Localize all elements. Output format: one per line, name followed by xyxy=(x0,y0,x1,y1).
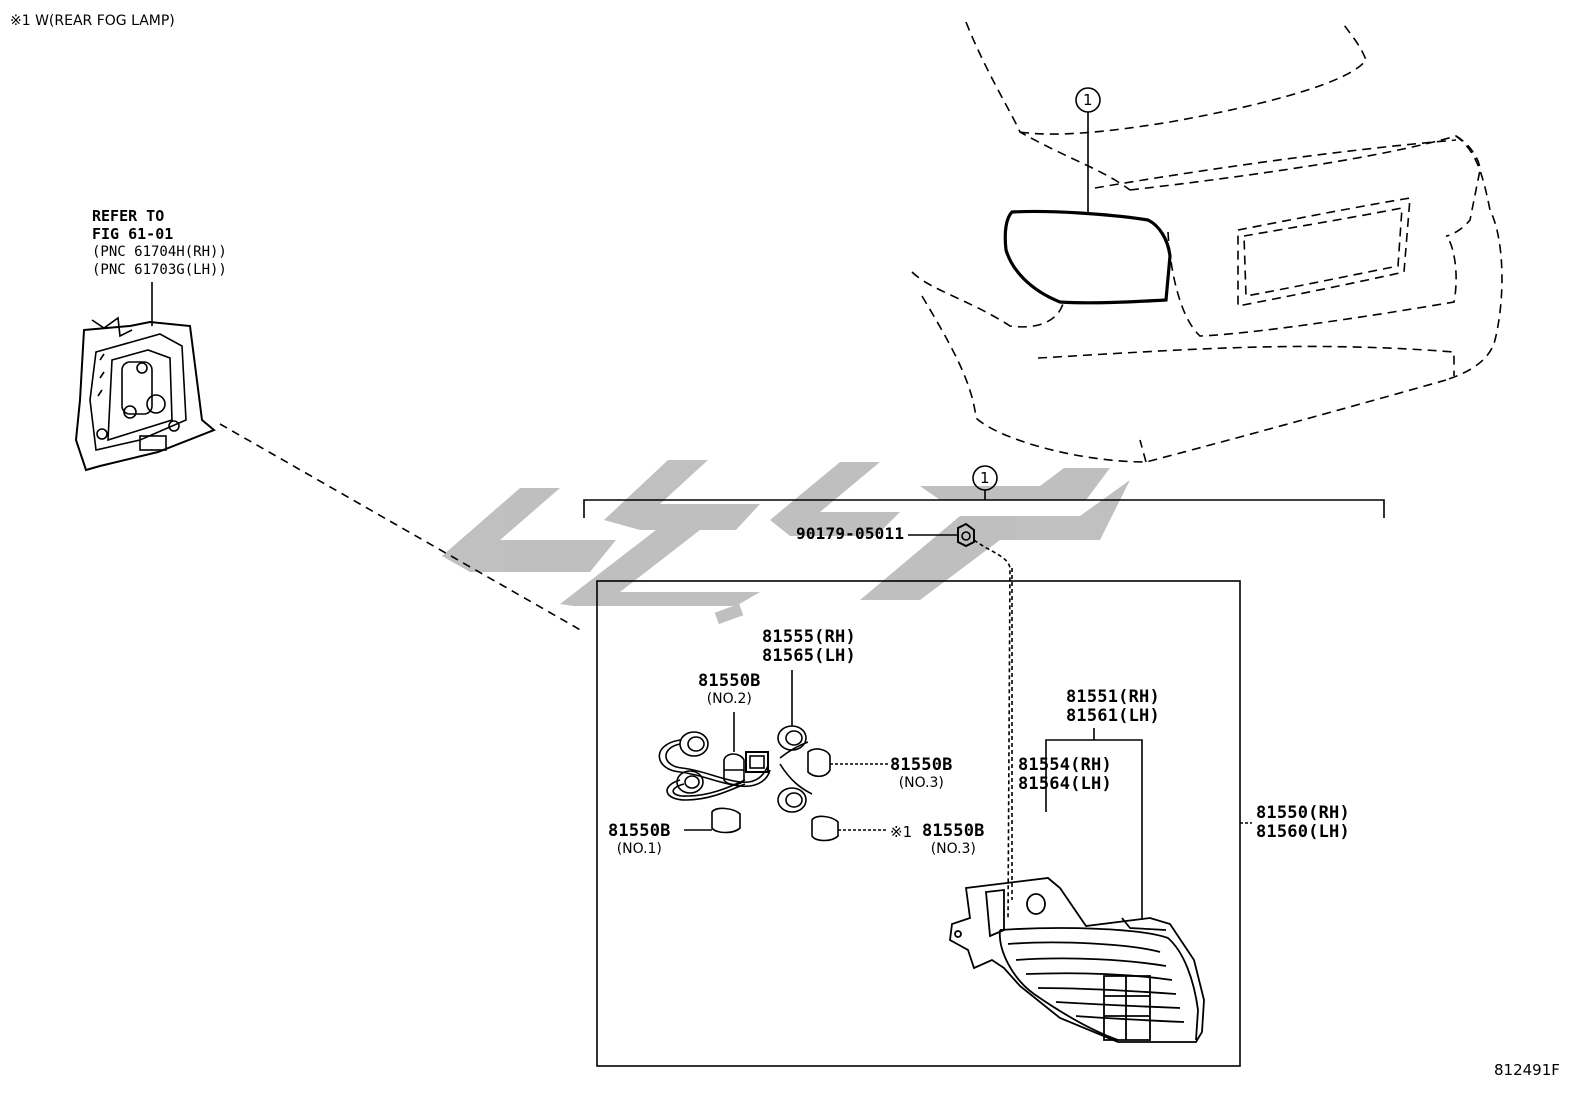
socket-no2 xyxy=(679,731,709,757)
housing-lh: 81564(LH) xyxy=(1018,774,1112,794)
bulb-no2-part-number: 81550B xyxy=(698,671,761,691)
car-rear-outline xyxy=(911,21,1503,463)
bulb-no3-a-note: (NO.3) xyxy=(898,775,944,791)
bulb-no3-b-note: (NO.3) xyxy=(930,841,976,857)
wire-harness xyxy=(658,725,813,813)
refer-line-3: (PNC 61704H(RH)) xyxy=(92,244,227,260)
bulb-no3-a-label: 81550B (NO.3) xyxy=(890,755,953,792)
callout-number-assembly: 1 xyxy=(980,469,990,487)
reference-bracket-part xyxy=(74,316,216,472)
lens-label: 81551(RH) 81561(LH) xyxy=(1066,688,1160,726)
lens-rh: 81551(RH) xyxy=(1066,687,1160,707)
bulb-no3-b xyxy=(811,815,886,842)
bulb-no1-part-number: 81550B xyxy=(608,821,671,841)
socket-bottom xyxy=(777,787,807,813)
housing-rh: 81554(RH) xyxy=(1018,755,1112,775)
assembly-rh: 81550(RH) xyxy=(1256,803,1350,823)
refer-line-1: REFER TO xyxy=(92,207,165,225)
bulb-no3-a xyxy=(807,748,890,778)
tail-lamp-outline xyxy=(1003,209,1172,305)
screw-90179 xyxy=(908,522,1013,921)
watermark-logo xyxy=(442,460,1130,625)
bulb-no3-b-part-number: 81550B xyxy=(922,821,985,841)
bulb-no1-note: (NO.1) xyxy=(616,841,662,857)
bulb-no1 xyxy=(684,807,741,834)
refer-to-note: REFER TO FIG 61-01 (PNC 61704H(RH)) (PNC… xyxy=(92,207,227,279)
refer-line-4: (PNC 61703G(LH)) xyxy=(92,262,227,278)
socket-top-rh: 81555(RH) xyxy=(762,627,856,647)
bulb-no3-a-part-number: 81550B xyxy=(890,755,953,775)
bulb-no3-b-footnote-mark: ※1 xyxy=(890,823,913,841)
figure-id: 812491F xyxy=(1494,1061,1560,1079)
housing-label: 81554(RH) 81564(LH) xyxy=(1018,756,1112,794)
rear-lamp-assembly xyxy=(949,877,1205,1043)
refer-line-2: FIG 61-01 xyxy=(92,225,174,243)
lens-lh: 81561(LH) xyxy=(1066,706,1160,726)
assembly-label: 81550(RH) 81560(LH) xyxy=(1256,804,1350,842)
refer-leader xyxy=(219,423,585,633)
bulb-no1-label: 81550B (NO.1) xyxy=(608,821,671,858)
bulb-no2-label: 81550B (NO.2) xyxy=(698,671,761,708)
assembly-lh: 81560(LH) xyxy=(1256,822,1350,842)
bulb-no2 xyxy=(723,712,745,786)
socket-top xyxy=(777,725,807,751)
rear-fog-footnote: ※1 W(REAR FOG LAMP) xyxy=(10,13,175,29)
bulb-no2-note: (NO.2) xyxy=(706,691,752,707)
callout-number-top: 1 xyxy=(1083,91,1093,109)
socket-no1 xyxy=(676,770,704,794)
bulb-no3-b-label: 81550B (NO.3) xyxy=(922,821,985,858)
socket-top-label: 81555(RH) 81565(LH) xyxy=(762,628,856,666)
assembly-bracket xyxy=(583,499,1385,518)
socket-top-lh: 81565(LH) xyxy=(762,646,856,666)
screw-part-number: 90179-05011 xyxy=(796,524,905,543)
assembly-detail-box xyxy=(596,580,1241,1067)
